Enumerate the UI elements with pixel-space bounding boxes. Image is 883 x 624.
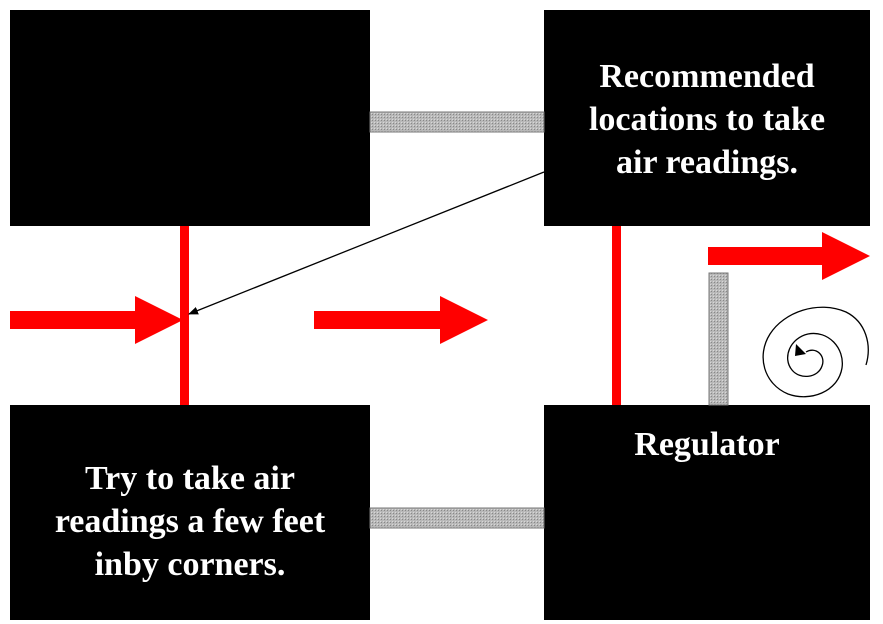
airflow-arrow-icon bbox=[314, 296, 488, 344]
pointer-arrow-icon bbox=[188, 171, 545, 315]
turbulence-spiral-icon bbox=[762, 306, 869, 398]
corners-note-label: Try to take air readings a few feet inby… bbox=[54, 460, 326, 583]
airflow-arrow-icon bbox=[708, 232, 870, 280]
reading-line-right bbox=[612, 226, 621, 405]
stopping-regulator bbox=[708, 272, 729, 406]
reading-line-left bbox=[180, 226, 189, 405]
stopping-bottom bbox=[369, 507, 545, 529]
spiral-arrowhead-icon bbox=[795, 344, 806, 356]
stopping-top bbox=[369, 111, 545, 133]
pillar-bottom-left: Try to take air readings a few feet inby… bbox=[10, 405, 370, 620]
regulator-label: Regulator bbox=[634, 426, 780, 463]
pillar-bottom-right-regulator: Regulator bbox=[544, 405, 870, 620]
pillar-top-left bbox=[10, 10, 370, 226]
airflow-arrow-icon bbox=[10, 296, 183, 344]
recommended-locations-label: Recommended locations to take air readin… bbox=[588, 58, 826, 181]
pillar-top-right: Recommended locations to take air readin… bbox=[544, 10, 870, 226]
